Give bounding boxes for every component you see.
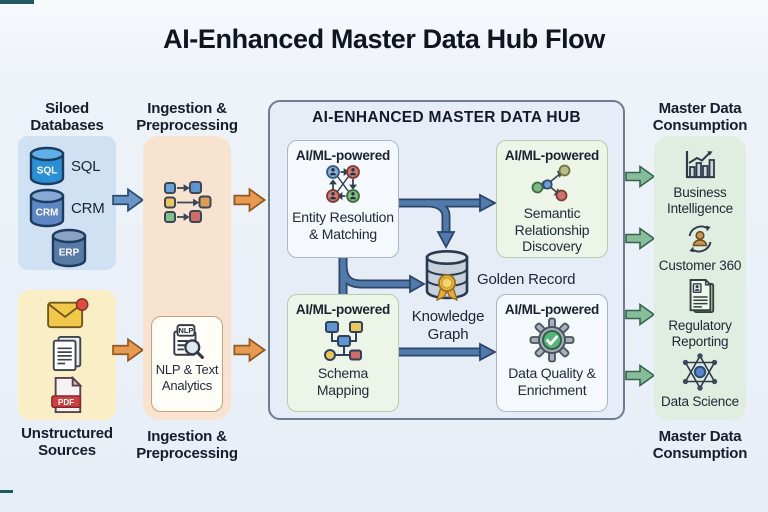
schema-flowchart-icon	[321, 317, 365, 363]
bar-chart-icon	[682, 148, 718, 182]
semantic-module-name: Semantic Relationship Discovery	[514, 205, 590, 255]
consumption-header: Master Data Consumption	[652, 100, 748, 135]
customer-360-icon	[683, 222, 717, 256]
quality-module-tag: AI/ML-powered	[504, 302, 600, 317]
module-entity-resolution: AI/ML-powered	[287, 140, 399, 258]
arrow-hub-to-business-intelligence	[625, 164, 655, 189]
schema-module-tag: AI/ML-powered	[295, 302, 391, 317]
nlp-tab-label: NLP	[179, 326, 194, 335]
hub-title: AI-ENHANCED MASTER DATA HUB	[312, 109, 581, 126]
nlp-text-analytics-box: NLP NLP & Text Analytics	[151, 316, 223, 412]
sql-database-icon: SQL	[28, 146, 66, 186]
module-schema-mapping: AI/ML-powered Schema Mapping	[287, 294, 399, 412]
module-semantic-discovery: AI/ML-powered Semantic Relationship Disc…	[496, 140, 608, 258]
semantic-module-tag: AI/ML-powered	[504, 148, 600, 163]
schema-module-name: Schema Mapping	[316, 365, 370, 398]
sql-cylinder-label: SQL	[37, 166, 58, 177]
golden-record-icon	[424, 249, 470, 305]
regulatory-reporting-label: Regulatory Reporting	[668, 318, 732, 349]
unstructured-sources-label: Unstructured Sources	[21, 425, 113, 460]
arrow-hub-to-regulatory-reporting	[625, 302, 655, 327]
golden-record-label: Golden Record	[477, 271, 576, 288]
document-icon	[49, 334, 85, 374]
data-science-network-icon	[680, 352, 720, 392]
semantic-graph-icon	[530, 163, 574, 203]
email-icon	[45, 297, 89, 331]
ingestion-footer: Ingestion & Preprocessing	[136, 428, 238, 463]
module-data-quality: AI/ML-powered Data Quality & Enrichment	[496, 294, 608, 412]
entity-resolution-network-icon	[321, 163, 365, 207]
corner-mark-top-left	[0, 0, 34, 4]
customer-360-label: Customer 360	[658, 258, 742, 273]
page-title: AI-Enhanced Master Data Hub Flow	[163, 24, 605, 54]
nlp-analytics-label: NLP & Text Analytics	[155, 362, 219, 393]
data-transform-icon	[161, 178, 213, 228]
crm-caption: CRM	[71, 200, 105, 217]
ingestion-header: Ingestion & Preprocessing	[136, 100, 238, 135]
nlp-analytics-icon: NLP	[169, 323, 205, 359]
crm-database-icon: CRM	[28, 188, 66, 228]
data-science-label: Data Science	[661, 394, 739, 409]
corner-mark-bottom-left	[0, 490, 13, 493]
arrow-ingestion-to-hub-bottom	[233, 337, 266, 363]
gear-check-icon	[529, 317, 575, 363]
erp-database-icon: ERP	[50, 228, 88, 268]
arrow-unstructured-to-ingestion	[112, 337, 144, 363]
business-intelligence-label: Business Intelligence	[667, 185, 733, 216]
sql-caption: SQL	[71, 158, 101, 175]
hub-connector-arrows	[268, 100, 625, 420]
pdf-badge-label: PDF	[58, 398, 74, 407]
knowledge-graph-label: Knowledge Graph	[411, 308, 485, 343]
crm-cylinder-label: CRM	[36, 208, 59, 219]
erp-cylinder-label: ERP	[59, 248, 80, 259]
quality-module-name: Data Quality & Enrichment	[508, 365, 596, 398]
regulatory-report-icon	[683, 278, 717, 316]
siloed-databases-header: Siloed Databases	[30, 100, 104, 135]
entity-module-name: Entity Resolution & Matching	[292, 209, 394, 242]
arrow-ingestion-to-hub-top	[233, 187, 266, 213]
pdf-file-icon: PDF	[49, 375, 85, 415]
entity-module-tag: AI/ML-powered	[295, 148, 391, 163]
arrow-siloed-to-ingestion	[112, 187, 144, 213]
arrow-hub-to-data-science	[625, 363, 655, 388]
consumption-footer: Master Data Consumption	[652, 428, 748, 463]
arrow-hub-to-customer-360	[625, 226, 655, 251]
